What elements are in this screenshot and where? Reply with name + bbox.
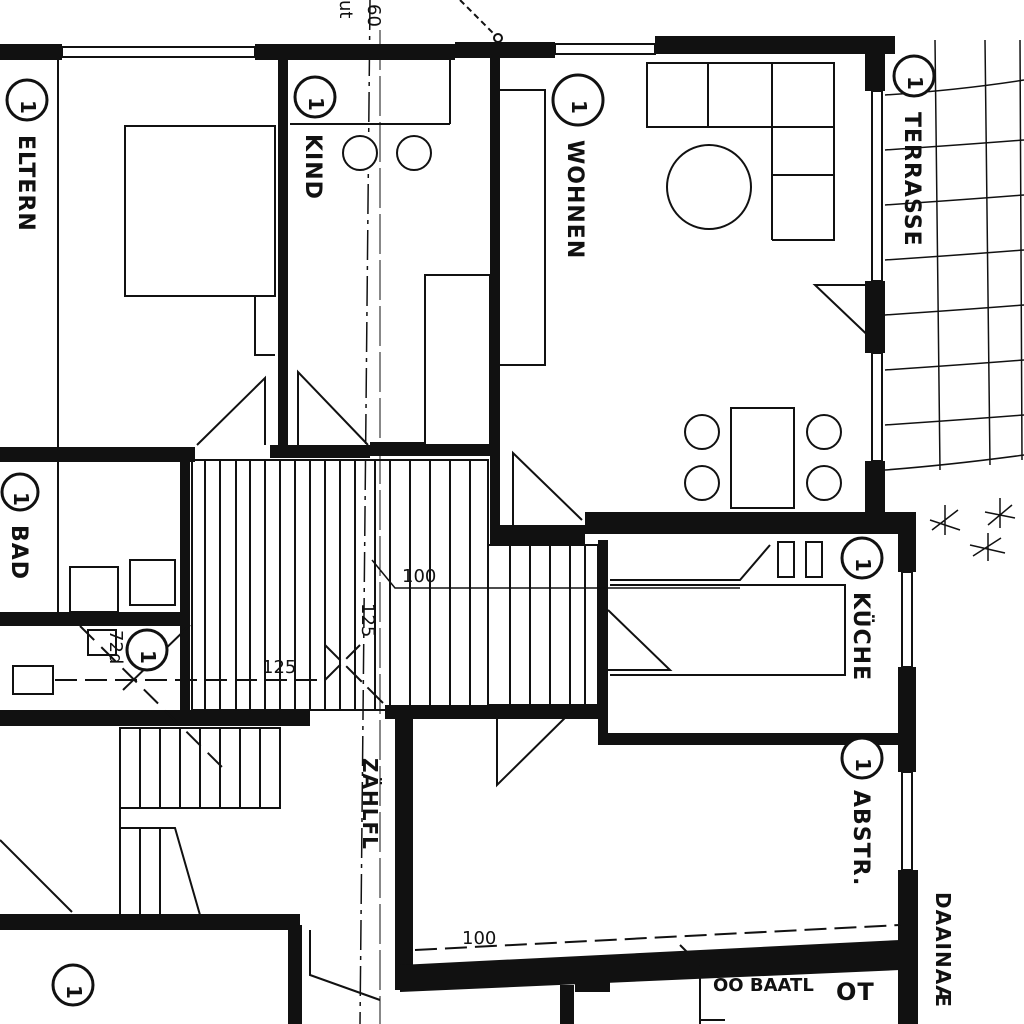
plant-symbols	[929, 498, 1016, 561]
dimension-100-abstr: 100	[462, 928, 496, 949]
room-label-bad: BAD	[6, 525, 31, 580]
sofa	[646, 62, 835, 128]
room-eltern: 1 ELTERN	[5, 78, 49, 232]
desk	[424, 274, 491, 446]
room-number: 1	[136, 650, 160, 664]
coffee-table	[666, 144, 752, 230]
room-number: 1	[851, 558, 875, 572]
walls	[0, 36, 918, 1024]
room-number: 1	[9, 492, 33, 506]
room-label-abstr: ABSTR.	[848, 790, 873, 886]
door-swings	[0, 284, 879, 1001]
room-number: 1	[304, 97, 328, 111]
bottom-fixture	[699, 975, 725, 1024]
label-drainage: DAAINAÆ	[931, 892, 955, 1008]
room-number: 1	[62, 985, 86, 999]
terrace-paving	[884, 39, 1024, 471]
room-label-kueche: KÜCHE	[848, 592, 874, 681]
room-number: 1	[903, 76, 927, 90]
room-label-terrasse: TERRASSE	[899, 112, 924, 247]
room-number: 1	[851, 758, 875, 772]
room-label-kind: KIND	[300, 134, 325, 200]
leader-line	[459, 0, 499, 39]
axis-line	[359, 0, 371, 1024]
room-wc: 1 72d	[105, 628, 169, 672]
room-abstr: 1 ABSTR.	[840, 736, 884, 886]
room-bottom-left: 1	[51, 963, 95, 1007]
leader-dot	[493, 33, 503, 43]
dimension-100-kitchen: 100	[402, 566, 436, 587]
bed	[124, 125, 276, 297]
room-number: 1	[16, 100, 40, 114]
room-bad: 1 BAD	[0, 472, 40, 580]
label-baatl: OO BAATL	[713, 975, 814, 996]
furniture	[12, 60, 846, 695]
room-number: 1	[567, 100, 591, 114]
room-label-wohnen: WOHNEN	[562, 140, 587, 259]
room-terrasse: 1 TERRASSE	[892, 54, 936, 247]
dining-table	[730, 407, 795, 509]
top-mark-ut: ut	[335, 0, 356, 18]
dimension-lines: 100 125 125 100	[55, 30, 901, 1024]
staircase	[119, 459, 599, 916]
room-wohnen: 1 WOHNEN	[551, 73, 605, 259]
top-mark-60: 60	[363, 4, 384, 27]
wc-mark: 72d	[105, 630, 126, 664]
room-kueche: 1 KÜCHE	[840, 536, 884, 681]
room-label-eltern: ELTERN	[13, 135, 38, 232]
label-ot: OT	[836, 978, 875, 1006]
dimension-125-horizontal: 125	[262, 657, 296, 678]
room-label-zaehlfl: ZÄHLFL	[358, 758, 382, 850]
room-kind: 1 KIND	[293, 75, 337, 200]
dimension-125-vertical: 125	[357, 603, 378, 637]
